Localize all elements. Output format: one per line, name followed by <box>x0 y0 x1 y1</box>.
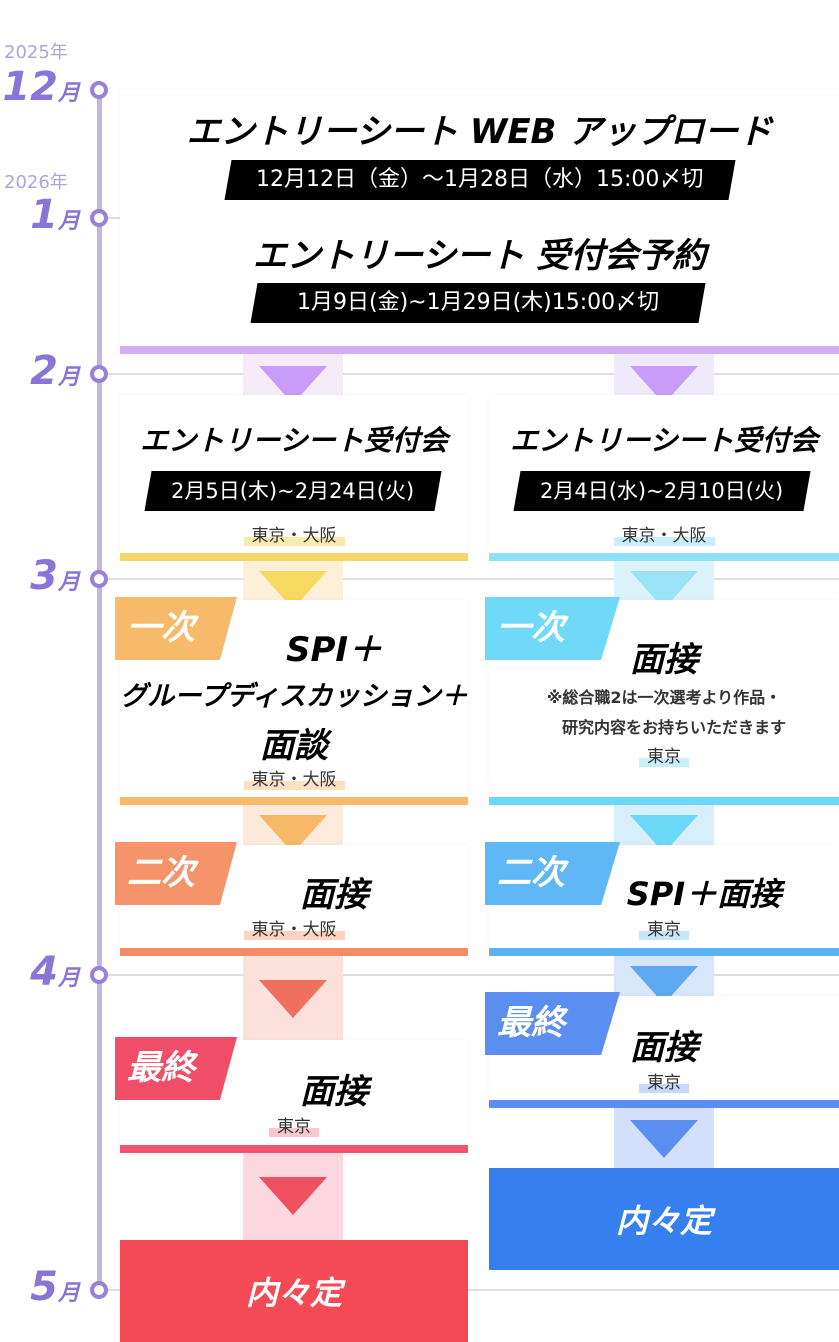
upload-deadline: 12月12日（金）～1月28日（水）15:00〆切 <box>224 160 736 200</box>
right-result: 内々定 <box>489 1168 839 1270</box>
cyan-bar <box>489 553 839 561</box>
entry-sheet-box: エントリーシート WEB アップロード 12月12日（金）～1月28日（水）15… <box>120 90 839 348</box>
red-bar <box>120 1145 468 1153</box>
year-label: 2025年 <box>4 42 68 63</box>
upload-title: エントリーシート WEB アップロード <box>186 112 773 152</box>
session-title: エントリーシート受付会 <box>510 424 818 457</box>
month-gridline <box>100 974 839 976</box>
second-title: 面接 <box>300 875 368 915</box>
reserve-title: エントリーシート 受付会予約 <box>252 236 707 276</box>
month-label: 5月 <box>30 1264 80 1310</box>
first-line3: 面談 <box>260 726 328 766</box>
arrow-down-icon <box>259 980 327 1018</box>
final-badge: 最終 <box>485 992 620 1055</box>
month-dot <box>90 570 108 588</box>
place-tag: 東京 <box>120 1112 468 1137</box>
month-dot <box>90 209 108 227</box>
second-badge: 二次 <box>485 842 620 905</box>
first-line2: グループディスカッション＋ <box>120 681 468 712</box>
arrow-down-icon <box>259 1177 327 1215</box>
timeline-axis <box>97 90 102 1290</box>
month-gridline <box>100 373 839 375</box>
month-label: 3月 <box>30 553 80 599</box>
month-label: 2月 <box>30 348 80 394</box>
month-dot <box>90 365 108 383</box>
session-date: 2月4日(水)~2月10日(火) <box>513 471 811 511</box>
month-dot <box>90 1281 108 1299</box>
yellow-bar <box>120 553 468 561</box>
final-title: 面接 <box>630 1028 698 1068</box>
place-tag: 東京 <box>489 742 839 767</box>
place-tag: 東京 <box>489 915 839 940</box>
reserve-deadline: 1月9日(金)~1月29日(木)15:00〆切 <box>250 283 706 323</box>
blue-bar <box>489 1100 839 1108</box>
session-date: 2月5日(木)~2月24日(火) <box>144 471 442 511</box>
cyan-bar <box>489 797 839 805</box>
month-gridline <box>100 1289 839 1291</box>
place-tag: 東京・大阪 <box>120 765 468 790</box>
salmon-bar <box>120 948 468 956</box>
right-first-box: 面接 ※総合職2は一次選考より作品・ 研究内容をお持ちいただきます 東京 <box>489 600 839 797</box>
month-label: 12月 <box>2 64 80 110</box>
month-dot <box>90 81 108 99</box>
month-dot <box>90 966 108 984</box>
first-badge: 一次 <box>115 597 237 660</box>
sky-bar <box>489 948 839 956</box>
orange-bar <box>120 797 468 805</box>
place-tag: 東京・大阪 <box>120 521 468 546</box>
arrow-down-icon <box>630 1120 698 1158</box>
purple-bar <box>120 346 839 354</box>
place-tag: 東京 <box>489 1068 839 1093</box>
note: ※総合職2は一次選考より作品・ <box>546 688 782 707</box>
month-gridline <box>100 578 839 580</box>
left-result: 内々定 <box>120 1240 468 1342</box>
second-badge: 二次 <box>115 842 237 905</box>
first-line1: SPI＋ <box>285 630 383 670</box>
note: 研究内容をお持ちいただきます <box>561 718 786 737</box>
place-tag: 東京・大阪 <box>489 521 839 546</box>
session-title: エントリーシート受付会 <box>140 424 448 457</box>
first-title: 面接 <box>630 640 698 680</box>
place-tag: 東京・大阪 <box>120 915 468 940</box>
right-session-box: エントリーシート受付会 2月4日(水)~2月10日(火) 東京・大阪 <box>489 395 839 553</box>
first-badge: 一次 <box>485 597 620 660</box>
final-title: 面接 <box>300 1072 368 1112</box>
second-title: SPI＋面接 <box>626 875 782 913</box>
final-badge: 最終 <box>115 1037 237 1100</box>
year-label: 2026年 <box>4 172 68 193</box>
month-label: 1月 <box>30 192 80 238</box>
left-session-box: エントリーシート受付会 2月5日(木)~2月24日(火) 東京・大阪 <box>120 395 468 553</box>
month-label: 4月 <box>30 949 80 995</box>
